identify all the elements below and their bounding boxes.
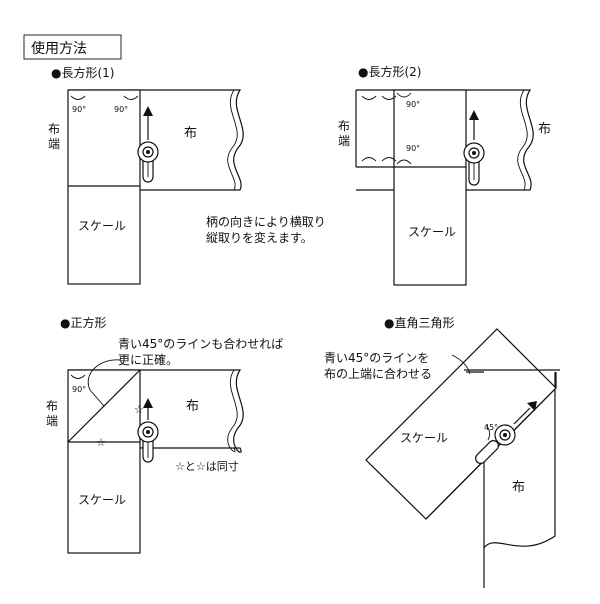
- fabric-edge-label-2: 端: [48, 137, 60, 151]
- note-line-1: 柄の向きにより横取り: [206, 214, 326, 229]
- scale-label: スケール: [408, 225, 456, 239]
- section-title-rect2: ●長方形(2): [358, 64, 421, 79]
- scale-ruler: [67, 89, 141, 285]
- callout-leader: [451, 354, 471, 375]
- scale-label: スケール: [400, 431, 448, 445]
- panel-right-triangle: ●直角三角形 布 青い45°のラインを 布の上端に合わせる スケール 45°: [324, 316, 560, 588]
- fabric-cut-edge: [227, 89, 238, 191]
- angle-label-90-right: 90°: [114, 105, 128, 114]
- right-angle-mark: [396, 92, 412, 98]
- cutter-handle: [475, 401, 537, 464]
- page-title: 使用方法: [31, 40, 87, 57]
- fabric-cut-edge: [227, 369, 238, 452]
- star-note: ☆と☆は同寸: [175, 459, 239, 473]
- wheel-hub-icon: [146, 150, 150, 154]
- scale-label: スケール: [78, 219, 126, 233]
- fabric-edge-label-1: 布: [48, 122, 60, 136]
- panel-square: ●正方形 布 端 布 90° ☆ ☆ スケール 青い45°のラインも合わせれば …: [46, 315, 283, 554]
- section-title-square: ●正方形: [60, 315, 106, 330]
- header: 使用方法: [23, 34, 122, 60]
- fabric-label: 布: [538, 122, 551, 137]
- scale-ruler: [393, 89, 467, 286]
- right-angle-mark-left: [70, 95, 86, 100]
- right-angle-mark-right: [123, 95, 139, 100]
- scale-ruler: [67, 369, 141, 554]
- cutter-handle: [463, 110, 485, 186]
- panel-rectangle-1: ●長方形(1) 布 端 布 90° 90° スケール 柄の向きにより横取り 縦取…: [48, 65, 326, 285]
- fabric-strip: [68, 89, 244, 191]
- right-angle-mark: [361, 95, 377, 100]
- star-mark-side-icon: ☆: [134, 403, 144, 416]
- note-line-2: 縦取りを変えます。: [206, 230, 313, 245]
- cutter-handle: [137, 106, 159, 183]
- arrow-up-right-icon: [527, 401, 537, 411]
- arrow-up-icon: [143, 106, 153, 116]
- right-angle-mark: [396, 159, 412, 165]
- wheel-hub-icon: [146, 430, 150, 434]
- angle-label-90: 90°: [72, 385, 86, 394]
- note-line-2: 更に正確。: [118, 352, 178, 367]
- fabric-strip: [356, 89, 534, 191]
- callout-leader: [87, 359, 121, 407]
- right-angle-mark: [70, 374, 86, 379]
- fabric-edge-label-2: 端: [46, 414, 58, 428]
- angle-arc-45: [485, 424, 491, 441]
- right-angle-mark: [381, 95, 397, 100]
- panel-rectangle-2: ●長方形(2) 布 端 布 90° 90° スケール: [338, 64, 551, 286]
- fabric-edge-label-1: 布: [46, 399, 58, 413]
- fabric-label: 布: [184, 126, 197, 141]
- fabric-edge-label-1: 布: [338, 119, 350, 133]
- right-angle-mark: [381, 157, 397, 162]
- scale-label: スケール: [78, 493, 126, 507]
- star-mark-bottom-icon: ☆: [96, 436, 106, 449]
- note-line-1: 青い45°のラインも合わせれば: [118, 336, 283, 351]
- wheel-hub-icon: [472, 151, 476, 155]
- fabric-label: 布: [186, 399, 199, 414]
- fabric-cut-edge: [517, 89, 528, 191]
- angle-label-90-left: 90°: [72, 105, 86, 114]
- arrow-up-icon: [469, 110, 479, 120]
- angle-label-90-top: 90°: [406, 100, 420, 109]
- note-line-1: 青い45°のラインを: [324, 351, 429, 365]
- note-line-2: 布の上端に合わせる: [324, 366, 432, 381]
- angle-label-90-bottom: 90°: [406, 144, 420, 153]
- cutter-handle: [137, 398, 159, 463]
- section-title-rect1: ●長方形(1): [51, 65, 114, 80]
- fabric-strip: [68, 369, 244, 453]
- fabric-edge-label-2: 端: [338, 134, 350, 148]
- fabric-label: 布: [512, 480, 525, 495]
- title-box: [23, 34, 122, 60]
- arrow-up-icon: [143, 398, 153, 408]
- handle-stem: [475, 440, 499, 464]
- arrow-shaft: [513, 407, 531, 425]
- section-title-triangle: ●直角三角形: [384, 316, 454, 330]
- wheel-hub-icon: [503, 433, 507, 437]
- angle-label-45: 45°: [484, 423, 498, 432]
- right-angle-mark: [361, 157, 377, 162]
